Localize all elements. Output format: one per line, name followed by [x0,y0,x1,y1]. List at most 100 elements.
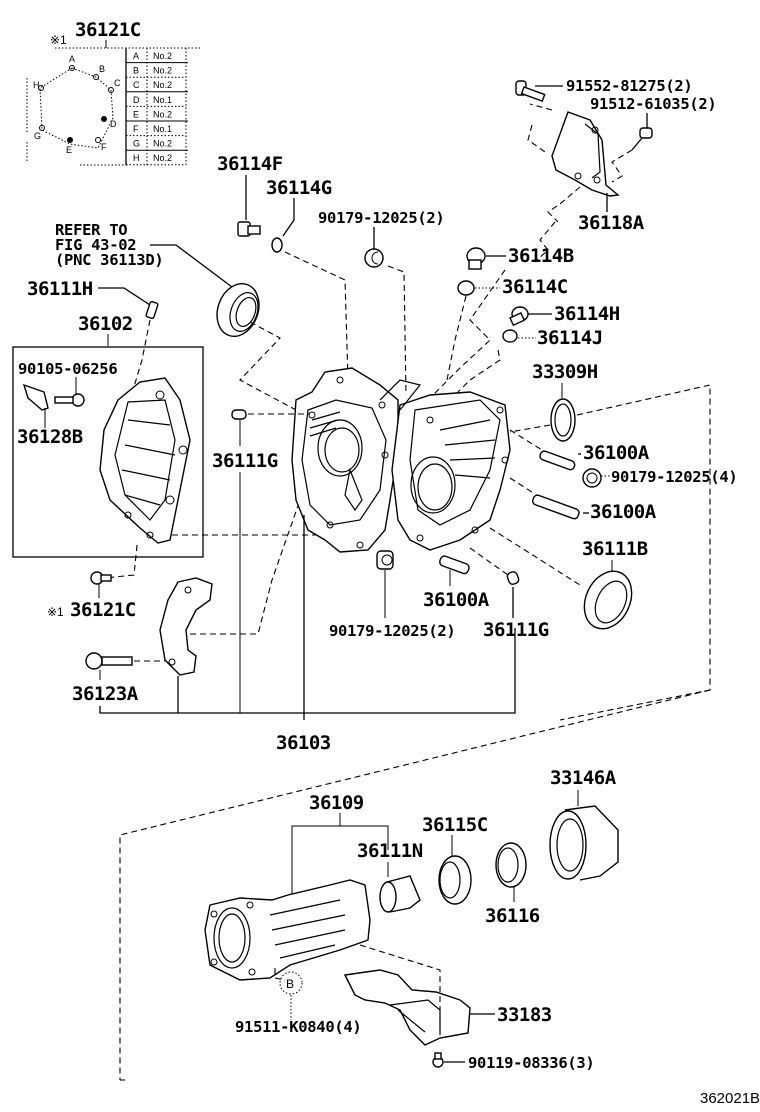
bolt-icon [90,571,112,585]
part-label-36114G[interactable]: 36114G [266,177,332,199]
bolt-icon [515,80,546,102]
plug-group-right: 36114B 36114C 36114H 36114J [431,245,620,401]
transfer-case-36103[interactable]: 36103 [276,367,511,754]
bolt-type: No.1 [153,95,172,105]
part-label-36118A[interactable]: 36118A [578,212,645,234]
part-label-36114J[interactable]: 36114J [537,327,603,349]
part-label-91552-81275[interactable]: 91552-81275(2) [566,77,693,95]
bushing-36111N [379,875,421,913]
bolt-position: C [133,80,140,90]
part-label-90119-08336[interactable]: 90119-08336(3) [468,1054,595,1072]
nut-icon [582,468,602,488]
front-cover-box: 90105-06256 36128B [12,346,330,558]
bolt-position: D [133,95,140,105]
part-label-90179-12025-right[interactable]: 90179-12025(4) [611,468,738,486]
plug-icon [509,306,529,327]
part-label-36100A-3[interactable]: 36100A [423,589,490,611]
refer-note-line1: REFER TO [55,221,127,239]
part-label-36111G-left[interactable]: 36111G [212,450,278,472]
dust-cover-33146A [549,805,619,881]
bolt-position: E [133,109,139,119]
part-label-90179-12025-top[interactable]: 90179-12025(2) [318,209,445,227]
bolt-type: No.2 [153,153,172,163]
part-label-36100A-1[interactable]: 36100A [583,442,650,464]
part-label-90179-12025-bottom[interactable]: 90179-12025(2) [329,622,456,640]
refer-note-group: REFER TO FIG 43-02 (PNC 36113D) [55,221,297,411]
dowel-36111G-left: 36111G [212,409,310,713]
bolt-icon [432,1052,444,1068]
stud-icon [539,450,576,471]
part-label-36115C[interactable]: 36115C [422,814,488,836]
extension-housing-group: 36109 36111N 36115C 3 [119,689,711,1081]
oil-seal-icon [583,570,633,630]
bolt-position: A [133,51,139,61]
refer-note-line2: FIG 43-02 [55,236,136,254]
part-label-36114C[interactable]: 36114C [502,276,568,298]
bolt-icon [85,652,133,670]
bolt-position-inset: ※1 36121C A B C D E F G H [26,19,200,166]
drain-plug-icon [237,221,261,237]
part-label-36121C-bottom[interactable]: 36121C [70,599,136,621]
svg-text:E: E [66,145,72,155]
part-label-36111H[interactable]: 36111H [27,278,93,300]
part-label-36111B[interactable]: 36111B [582,538,648,560]
part-label-36116[interactable]: 36116 [485,905,540,927]
callout-b: B [286,977,294,991]
part-label-36103[interactable]: 36103 [276,732,331,754]
stud-icon [532,494,580,520]
dowel-icon [506,571,520,585]
part-label-91511-K0840[interactable]: 91511-K0840(4) [235,1018,362,1036]
bolt-table-row: D No.1 [126,95,186,107]
part-label-33183[interactable]: 33183 [497,1004,552,1026]
part-label-36114F[interactable]: 36114F [217,153,283,175]
part-label-91512-61035[interactable]: 91512-61035(2) [590,95,717,113]
oil-seal-36115C [438,855,472,905]
part-label-36123A[interactable]: 36123A [72,683,139,705]
part-label-36102[interactable]: 36102 [78,313,133,335]
extension-housing-36109[interactable] [204,879,371,981]
bolt-table-row: F No.1 [126,124,186,137]
part-label-90105-06256[interactable]: 90105-06256 [18,360,118,378]
part-label-36111G-right[interactable]: 36111G [483,619,549,641]
part-label-36111N[interactable]: 36111N [357,840,423,862]
spacer-36116 [495,842,527,888]
front-cover-36102[interactable] [99,377,191,544]
cover-plate-icon [22,383,49,411]
bolt-type: No.2 [153,66,172,76]
svg-text:C: C [114,78,121,88]
breather-icon [145,300,159,320]
note-marker-bottom: ※1 [47,605,64,619]
svg-text:H: H [33,80,40,90]
callout-b-circle [279,971,303,995]
part-label-36109[interactable]: 36109 [309,792,364,814]
part-label-36114H[interactable]: 36114H [554,303,620,325]
bolt-position: H [133,153,140,163]
washer-icon [457,280,475,296]
bolt-position: F [133,124,139,134]
part-label-33309H[interactable]: 33309H [532,361,598,383]
svg-text:G: G [34,131,41,141]
nut-icon [376,550,394,570]
part-label-36100A-2[interactable]: 36100A [590,501,657,523]
bolt-36121C-group: ※1 36121C [47,544,138,621]
part-label-36121C-top[interactable]: 36121C [75,19,141,41]
bolt-type: No.1 [153,124,172,134]
svg-text:B: B [99,64,105,74]
bolt-icon [631,127,653,151]
svg-text:D: D [110,119,117,129]
part-label-36128B[interactable]: 36128B [17,426,83,448]
svg-text:F: F [101,142,107,152]
nut-icon [364,248,384,268]
right-parts-group: 33309H 36100A 90179-12025(4) 36100A 3611… [329,361,738,721]
figure-reference: 362021B [700,1090,760,1107]
note-marker: ※1 [50,33,67,47]
bracket-33183[interactable] [343,969,471,1046]
bolt-type: No.2 [153,139,172,149]
part-label-33146A[interactable]: 33146A [550,767,617,789]
part-label-36114B[interactable]: 36114B [508,245,574,267]
bracket-36123A-group[interactable]: 36123A [72,499,516,714]
